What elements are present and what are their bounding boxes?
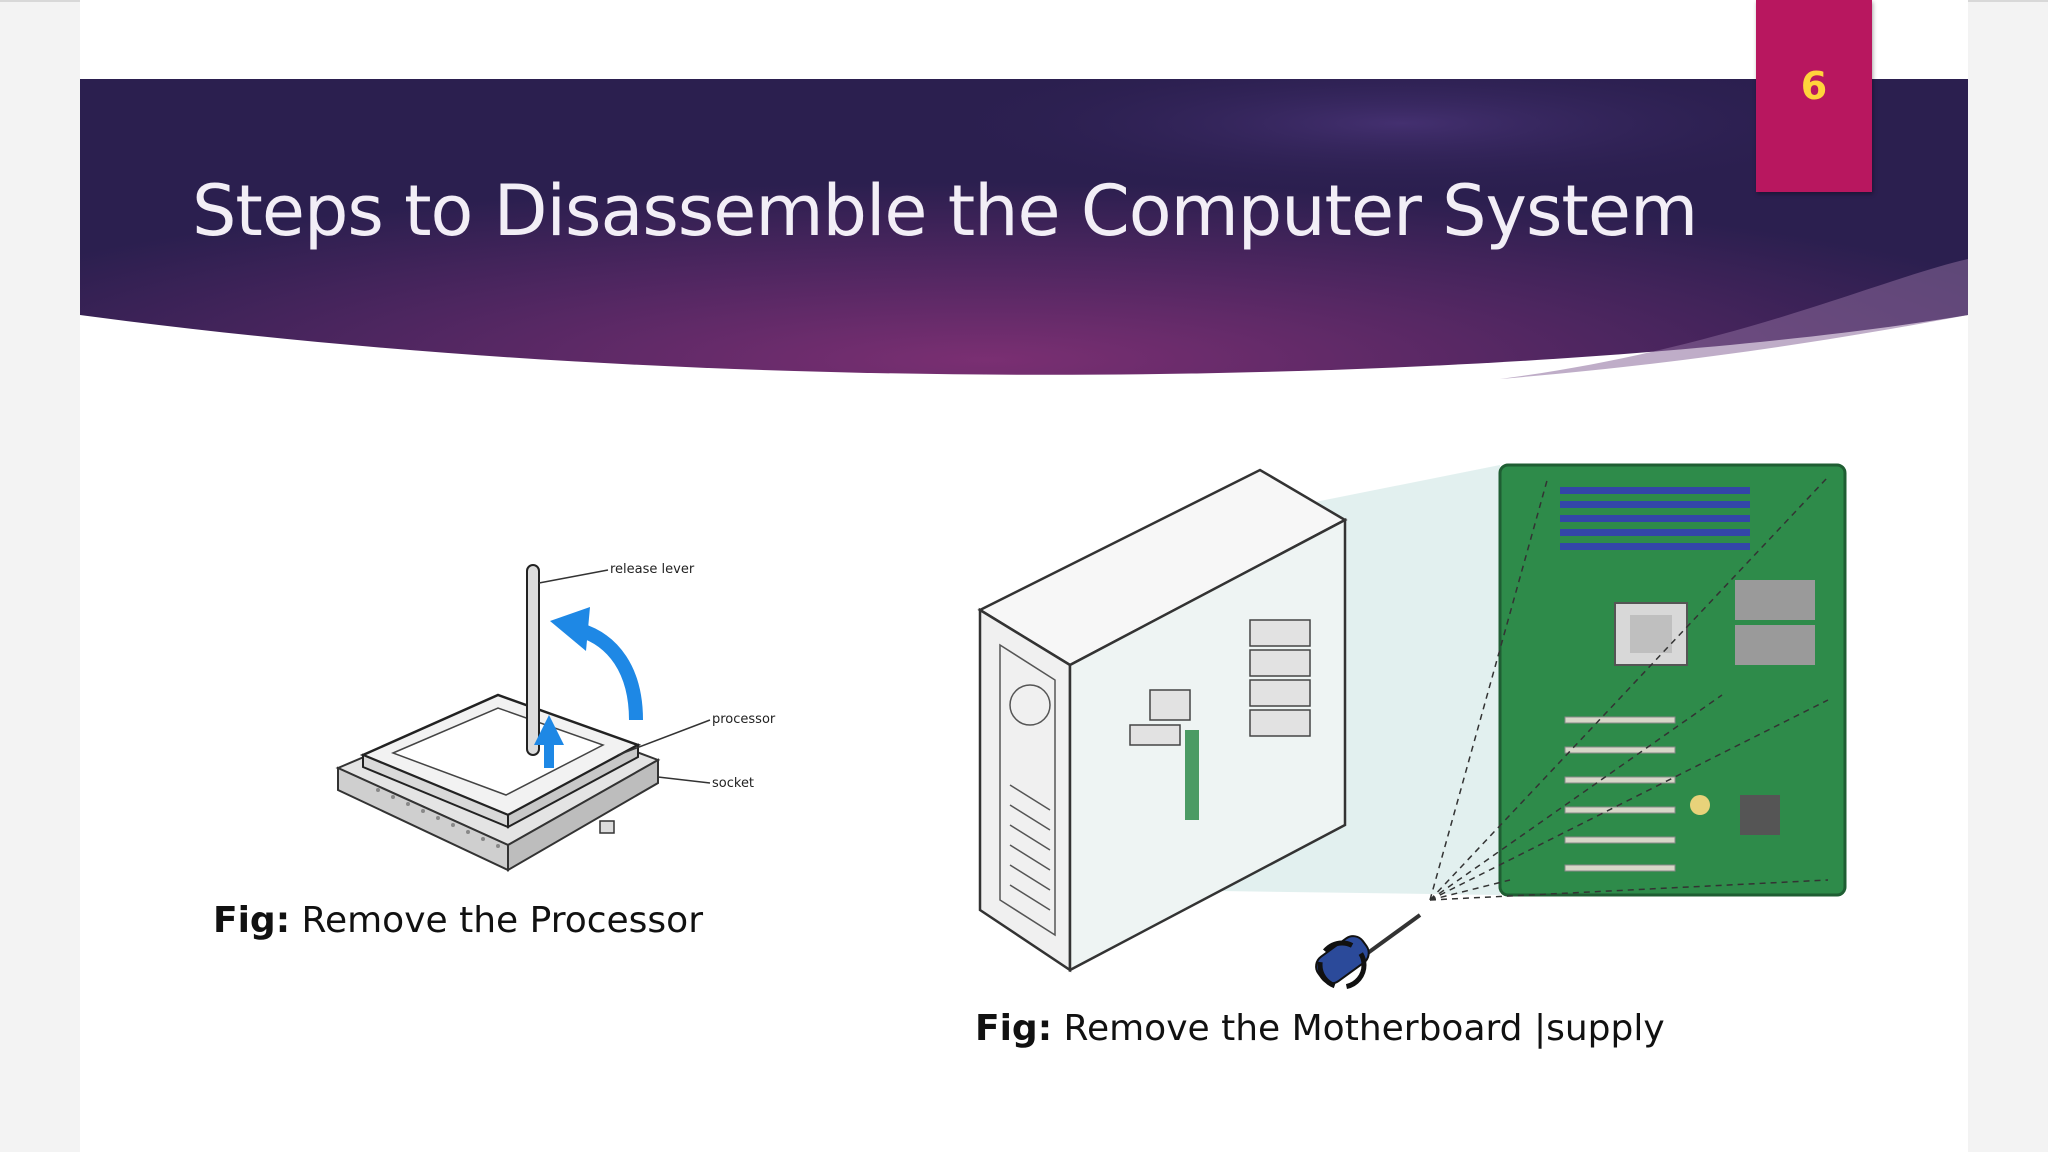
release-lever-label: release lever: [610, 562, 695, 577]
slide: Steps to Disassemble the Computer System: [80, 0, 1968, 1152]
page-number: 6: [1800, 64, 1828, 108]
socket-label: socket: [712, 776, 754, 791]
slide-title: Steps to Disassemble the Computer System: [192, 170, 1698, 252]
title-banner: [80, 79, 1968, 384]
motherboard-figure-caption: Fig: Remove the Motherboard |supply: [975, 1008, 1665, 1049]
processor-figure-caption: Fig: Remove the Processor: [213, 900, 703, 941]
page-number-tab: 6: [1756, 0, 1872, 192]
processor-removal-figure: release lever processor socket: [318, 545, 788, 885]
upward-arrow-icon: [534, 715, 564, 768]
caption-text: Remove the Processor: [290, 900, 704, 941]
caption-prefix: Fig:: [975, 1008, 1053, 1049]
caption-text: Remove the Motherboard |supply: [1052, 1008, 1665, 1049]
curved-arrow-icon: [550, 607, 643, 721]
motherboard-removal-figure: [970, 455, 1860, 1015]
caption-prefix: Fig:: [213, 900, 291, 941]
screwdriver-icon: [1315, 913, 1422, 990]
processor-label: processor: [712, 712, 776, 727]
